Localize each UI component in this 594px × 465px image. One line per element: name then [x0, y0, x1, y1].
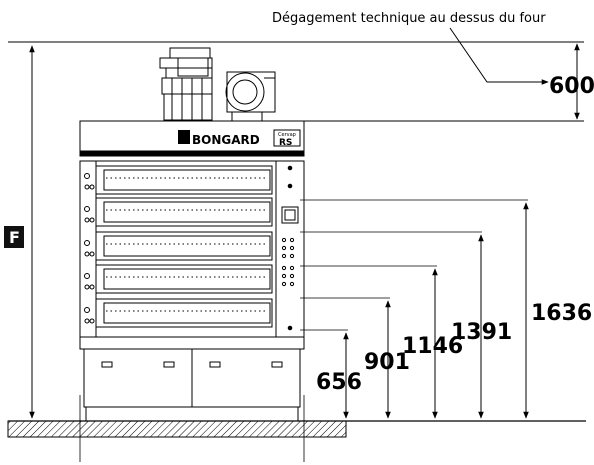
deck-2 — [95, 197, 273, 227]
deck-5 — [95, 298, 273, 328]
deck-height-2: 901 — [364, 350, 410, 375]
deck-height-1: 656 — [316, 370, 362, 395]
oven-decks — [95, 165, 273, 328]
height-f-label-box — [4, 226, 24, 248]
extraction-fan — [225, 71, 276, 121]
left-valves — [84, 173, 95, 324]
model-label: RS — [279, 138, 292, 148]
brand-logo: BONGARD — [192, 133, 260, 147]
deck-1 — [95, 165, 273, 195]
oven-body — [79, 120, 305, 421]
clearance-note: Dégagement technique au dessus du four — [272, 11, 546, 26]
model-small-label: Cervap — [278, 132, 296, 138]
deck-height-arrows — [343, 202, 529, 419]
deck-height-3: 1146 — [402, 334, 463, 359]
brand-panel: BONGARD Cervap RS — [178, 129, 301, 148]
height-f-label: F — [9, 228, 20, 247]
deck-3 — [95, 231, 273, 261]
ground-hatch — [7, 420, 347, 438]
deck-height-leaders — [300, 199, 528, 331]
deck-height-4: 1391 — [451, 320, 512, 345]
control-panel — [281, 165, 299, 331]
deck-4 — [95, 264, 273, 294]
deck-height-5: 1636 — [531, 301, 592, 326]
clearance-leader-line — [449, 27, 549, 85]
steam-motor-unit — [159, 47, 213, 121]
drawers — [101, 361, 283, 368]
clearance-value: 600 — [549, 74, 594, 99]
